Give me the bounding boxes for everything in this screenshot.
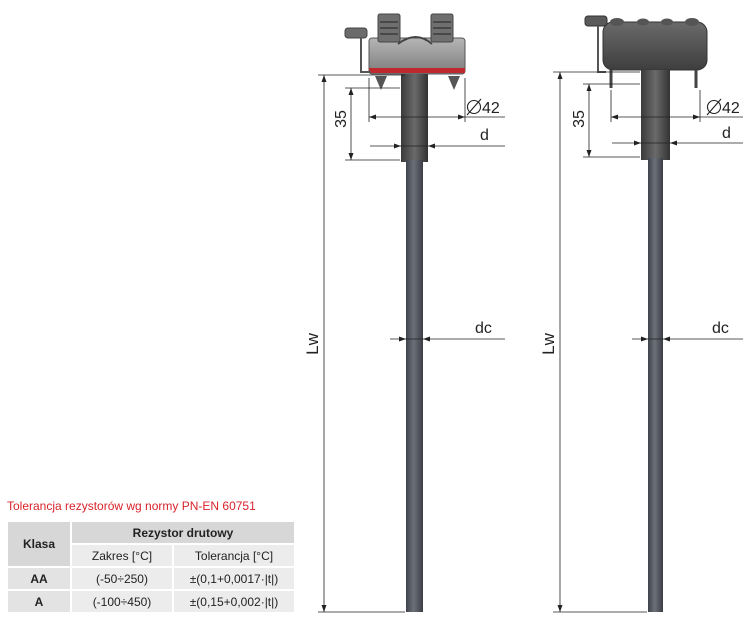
row-class: AA bbox=[6, 566, 72, 591]
dim-35-right: 35 bbox=[571, 110, 588, 128]
diameter-icon bbox=[706, 98, 722, 116]
table-row: A (-100÷450) ±(0,15+0,002·|t|) bbox=[6, 589, 296, 614]
header-tolerance: Tolerancja [°C] bbox=[172, 543, 296, 568]
neck-left bbox=[401, 74, 428, 162]
dim-phi-left: 42 bbox=[482, 100, 500, 117]
dim-d-left: d bbox=[480, 127, 489, 144]
dim-dc-right: dc bbox=[712, 320, 729, 337]
dim-lw-right: Lw bbox=[539, 332, 558, 354]
row-range: (-50÷250) bbox=[70, 566, 174, 591]
header-range: Zakres [°C] bbox=[70, 543, 174, 568]
dim-phi-right: 42 bbox=[722, 100, 740, 117]
tolerance-table: Klasa Rezystor drutowy Zakres [°C] Toler… bbox=[6, 520, 296, 614]
table-row: AA (-50÷250) ±(0,1+0,0017·|t|) bbox=[6, 566, 296, 591]
tolerance-title: Tolerancja rezystorów wg normy PN-EN 607… bbox=[7, 499, 256, 513]
dim-d-right: d bbox=[722, 125, 731, 142]
dim-35-left: 35 bbox=[333, 110, 350, 128]
row-range: (-100÷450) bbox=[70, 589, 174, 614]
dim-dc-left: dc bbox=[475, 320, 492, 337]
thermometer-left: Lw 35 42 d dc bbox=[303, 13, 505, 613]
rod-left bbox=[406, 160, 423, 612]
diameter-icon bbox=[466, 98, 482, 116]
dim-lw-left: Lw bbox=[303, 332, 322, 354]
thermometer-right: Lw 35 42 d dc bbox=[539, 15, 743, 613]
neck-right bbox=[641, 70, 670, 160]
row-tolerance: ±(0,15+0,002·|t|) bbox=[172, 589, 296, 614]
row-tolerance: ±(0,1+0,0017·|t|) bbox=[172, 566, 296, 591]
terminal-head-left bbox=[344, 13, 466, 90]
rod-right bbox=[648, 158, 663, 612]
header-group: Rezystor drutowy bbox=[70, 520, 296, 545]
row-class: A bbox=[6, 589, 72, 614]
header-class: Klasa bbox=[6, 520, 72, 568]
